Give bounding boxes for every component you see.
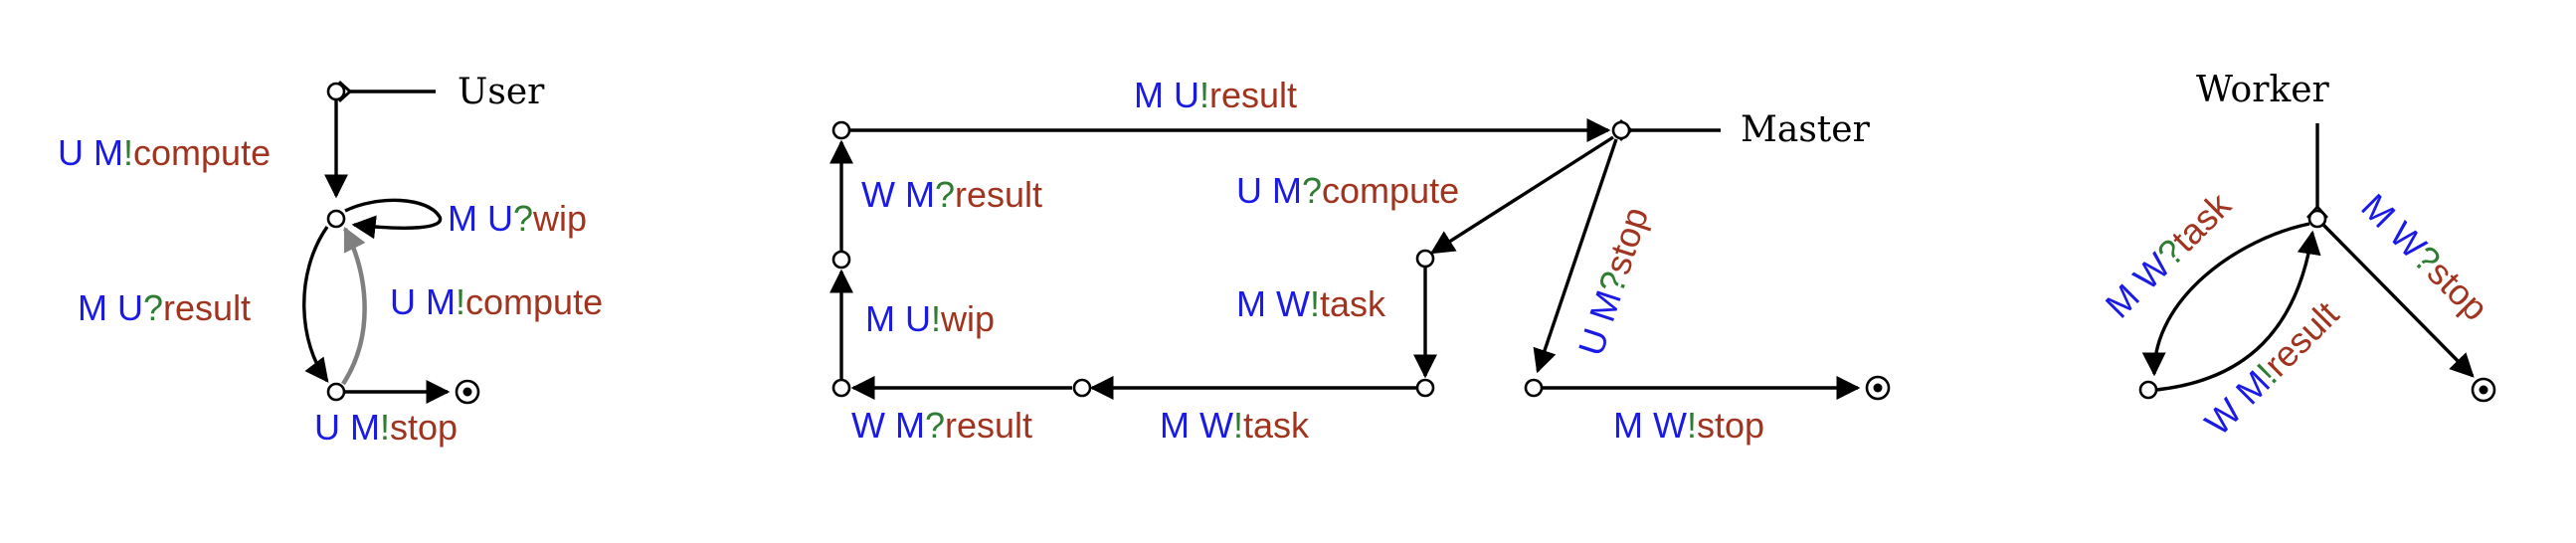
user-edge-result (302, 226, 329, 383)
label-master-um-compute: U M?compute (1236, 170, 1459, 211)
label-mu-wip: M U?wip (448, 198, 587, 239)
label-message: result (945, 405, 1032, 446)
master-state-init (1611, 120, 1631, 140)
worker-edge-mw-task (2141, 222, 2310, 377)
worker-state-0 (2307, 209, 2327, 229)
worker-edge-mw-stop (2321, 223, 2475, 378)
label-message: task (1320, 283, 1386, 324)
label-operator: ? (935, 174, 955, 215)
label-participants: U M (390, 281, 456, 322)
label-message: result (955, 174, 1042, 215)
label-participants: U M (58, 132, 123, 173)
worker-role-label: Worker (2196, 70, 2330, 110)
label-operator: ! (123, 132, 133, 173)
label-participants: M W (1160, 405, 1233, 446)
label-operator: ! (1687, 405, 1697, 446)
label-master-mw-stop: M W!stop (1613, 405, 1764, 446)
label-message: compute (133, 132, 271, 173)
master-state-left-mid (831, 250, 851, 270)
label-participants: M U (448, 198, 513, 239)
label-message: compute (1322, 170, 1459, 211)
label-participants: M W (1236, 283, 1310, 324)
label-operator: ! (1199, 75, 1209, 115)
master-final-state-dot (1873, 383, 1883, 393)
label-participants: M U (865, 298, 931, 339)
label-message: stop (390, 407, 458, 448)
label-message: wip (940, 298, 995, 339)
label-operator: ? (925, 405, 945, 446)
label-message: result (1209, 75, 1297, 115)
label-master-um-stop: U M?stop (1570, 202, 1657, 360)
label-participants: U M (1236, 170, 1302, 211)
master-state-right-bottom (1415, 378, 1435, 398)
master-automaton: Master M U!result W M?result M U!wip W M… (829, 75, 1891, 446)
label-message: task (1243, 405, 1310, 446)
user-state-0 (326, 82, 346, 101)
user-automaton: User U M!compute M U?wip M U?result U M!… (58, 72, 603, 448)
master-state-left-bottom (831, 378, 851, 398)
user-role-label: User (458, 72, 545, 112)
label-operator: ? (1302, 170, 1322, 211)
label-worker-wm-result: W M!result (2197, 293, 2347, 444)
label-operator: ! (1310, 283, 1320, 324)
master-state-left-top (831, 120, 851, 140)
label-master-mw-task-bottom: M W!task (1160, 405, 1310, 446)
user-edge-wip-loop (344, 198, 443, 240)
label-participants: M W (1613, 405, 1687, 446)
label-operator: ! (380, 407, 390, 448)
master-edge-um-stop (1533, 138, 1618, 374)
label-participants: M U (1134, 75, 1199, 115)
label-master-mw-task-right: M W!task (1236, 283, 1386, 324)
label-message: compute (465, 281, 603, 322)
master-role-label: Master (1741, 109, 1871, 150)
label-participants: U M (1570, 285, 1629, 360)
worker-automaton: Worker M W?task W M!result M W?stop (2098, 70, 2496, 444)
user-final-state-dot (462, 387, 472, 397)
label-participants: U M (314, 407, 380, 448)
label-master-wm-result-left: W M?result (861, 174, 1042, 215)
user-state-2 (326, 382, 346, 402)
label-message: wip (532, 198, 587, 239)
label-master-wm-result-bottom: W M?result (851, 405, 1032, 446)
label-operator: ? (143, 287, 163, 328)
label-operator: ! (456, 281, 465, 322)
label-master-mu-wip: M U!wip (865, 298, 995, 339)
label-master-mu-result: M U!result (1134, 75, 1297, 115)
master-state-stop (1524, 378, 1544, 398)
worker-state-1 (2138, 380, 2158, 400)
label-um-compute-back: U M!compute (390, 281, 603, 322)
master-state-mid-bottom (1072, 378, 1092, 398)
master-state-right-mid (1415, 249, 1435, 269)
label-participants: W M (861, 174, 935, 215)
label-participants: W M (851, 405, 925, 446)
label-message: stop (1596, 202, 1656, 278)
user-edge-compute-back (341, 226, 367, 386)
user-state-1 (326, 209, 346, 229)
label-message: stop (1697, 405, 1764, 446)
label-worker-mw-task: M W?task (2098, 184, 2240, 326)
label-participants: M U (78, 287, 143, 328)
label-mu-result: M U?result (78, 287, 251, 328)
worker-final-state-dot (2479, 385, 2488, 395)
label-worker-mw-stop: M W?stop (2353, 186, 2496, 329)
label-um-compute: U M!compute (58, 132, 271, 173)
label-um-stop: U M!stop (314, 407, 458, 448)
worker-edge-wm-result (2155, 230, 2321, 392)
label-operator: ! (1233, 405, 1243, 446)
label-operator: ? (513, 198, 533, 239)
label-operator: ! (931, 298, 941, 339)
label-message: result (163, 287, 251, 328)
master-edge-um-compute (1429, 135, 1614, 255)
